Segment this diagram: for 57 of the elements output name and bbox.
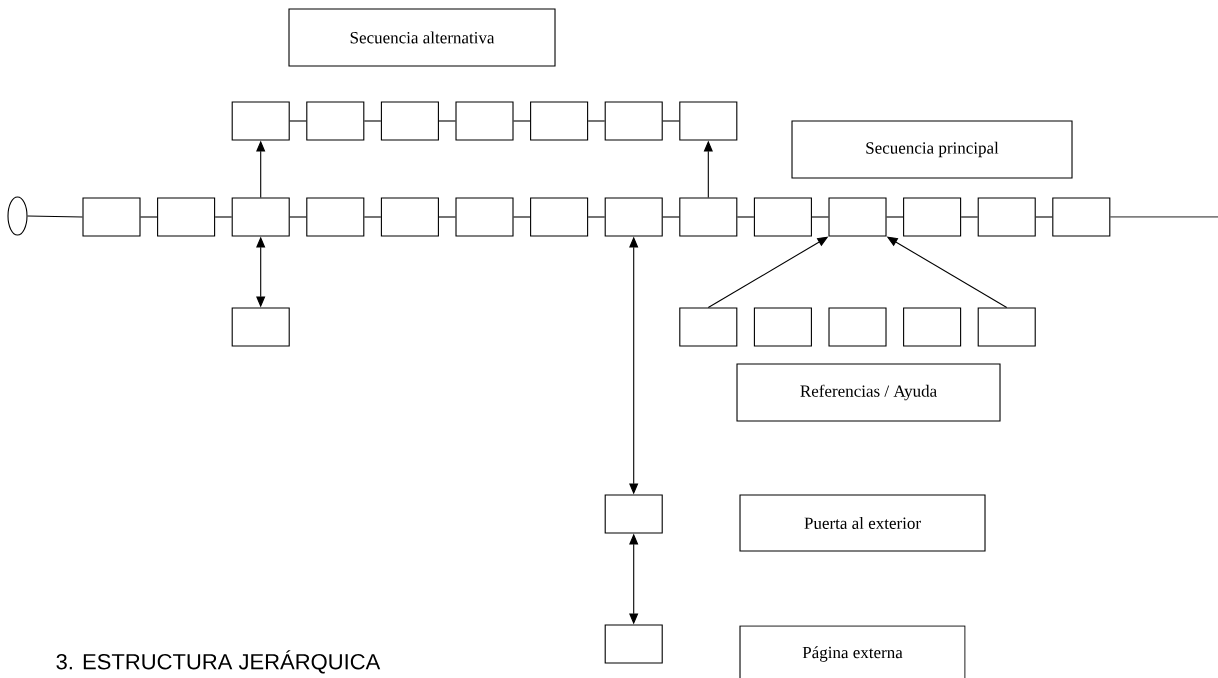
label-box: Secuencia alternativa <box>288 8 556 67</box>
connector-line <box>289 120 307 122</box>
connector-line <box>886 216 904 218</box>
process-box <box>604 101 663 141</box>
process-box <box>903 307 962 347</box>
connector-line <box>363 216 382 218</box>
process-box <box>231 197 290 237</box>
connector-line <box>1035 216 1053 218</box>
connector-line <box>662 216 680 218</box>
section-heading: 3. ESTRUCTURA JERÁRQUICA <box>56 650 381 674</box>
process-box <box>903 197 962 237</box>
process-box <box>679 197 738 237</box>
process-box <box>231 101 290 141</box>
process-box <box>977 307 1036 347</box>
connector-line <box>27 215 83 218</box>
process-box <box>604 624 663 664</box>
process-box <box>828 307 887 347</box>
connector-line <box>513 216 531 218</box>
process-box <box>455 197 514 237</box>
process-box <box>977 197 1036 237</box>
connector-line <box>1109 216 1218 218</box>
connector-line <box>140 216 158 218</box>
process-box <box>604 197 663 237</box>
label-box: Referencias / Ayuda <box>736 363 1001 422</box>
connector-line <box>811 216 829 218</box>
connector-line <box>513 120 531 122</box>
connector-line <box>438 120 456 122</box>
label-box: Secuencia principal <box>791 120 1073 179</box>
connector-line <box>736 216 755 218</box>
process-box <box>380 101 439 141</box>
start-oval <box>7 196 28 236</box>
label-box: Puerta al exterior <box>739 494 986 552</box>
connector-line <box>662 120 680 122</box>
process-box <box>306 101 365 141</box>
process-box <box>753 307 812 347</box>
connector-line <box>438 216 456 218</box>
process-box <box>679 101 738 141</box>
connector-line <box>214 216 233 218</box>
process-box <box>306 197 365 237</box>
process-box <box>231 307 290 347</box>
connector-line <box>960 216 979 218</box>
process-box <box>157 197 216 237</box>
connector-line <box>587 120 606 122</box>
connector-line <box>587 216 606 218</box>
label-box: Página externa <box>739 625 966 678</box>
process-box <box>82 197 141 237</box>
connector-line <box>289 216 307 218</box>
process-box <box>455 101 514 141</box>
process-box <box>679 307 738 347</box>
process-box <box>828 197 887 237</box>
process-box <box>753 197 812 237</box>
process-box <box>530 101 589 141</box>
process-box <box>530 197 589 237</box>
process-box <box>380 197 439 237</box>
connector-line <box>363 120 382 122</box>
process-box <box>1052 197 1111 237</box>
process-box <box>604 494 663 534</box>
